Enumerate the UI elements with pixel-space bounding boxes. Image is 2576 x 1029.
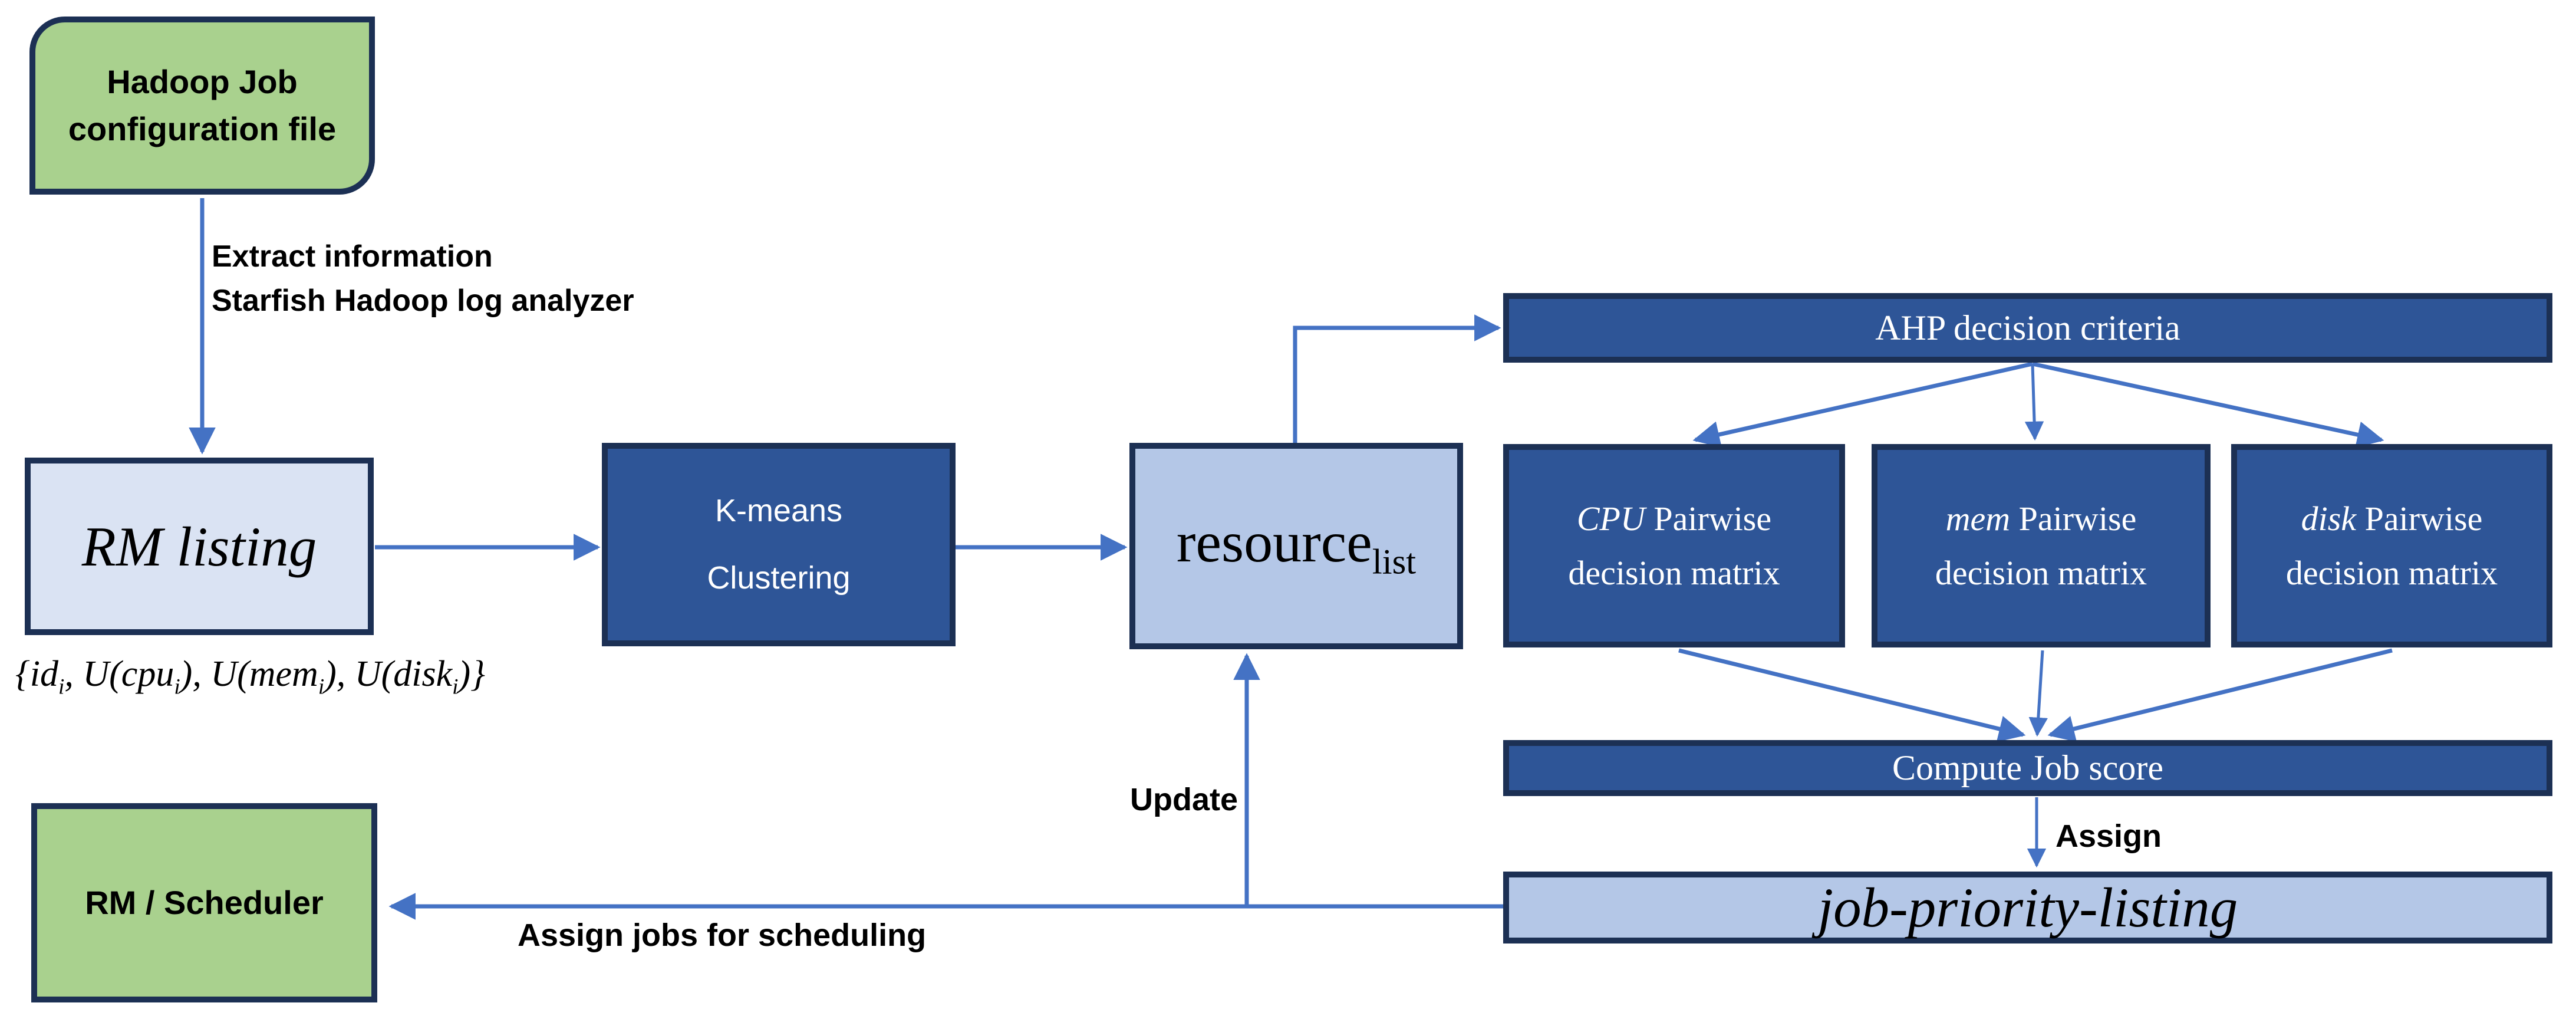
assign-jobs-label: Assign jobs for scheduling (518, 918, 927, 953)
update-label: Update (1129, 782, 1238, 817)
node-resource-list-label: resourcelist (1177, 509, 1416, 583)
node-hadoop-config: Hadoop Job configuration file (29, 17, 375, 195)
cpu-rest-text: Pairwise decision matrix (1568, 499, 1780, 592)
node-ahp-criteria: AHP decision criteria (1503, 293, 2552, 363)
arrow-mem-matrix-to-compute (2028, 650, 2048, 737)
node-compute-score: Compute Job score (1503, 740, 2552, 796)
arrow-ahp-to-disk-matrix (2032, 361, 2384, 448)
node-rm-scheduler-label: RM / Scheduler (85, 884, 324, 922)
extract-info-label: Extract information Starfish Hadoop log … (212, 235, 634, 324)
node-cpu-matrix: CPU Pairwise decision matrix (1503, 444, 1845, 647)
node-rm-scheduler: RM / Scheduler (31, 803, 377, 1002)
node-resource-list: resourcelist (1129, 443, 1463, 649)
node-disk-matrix: disk Pairwise decision matrix (2231, 444, 2552, 647)
node-job-priority-listing-label: job-priority-listing (1817, 876, 2238, 939)
disk-rest-text: Pairwise decision matrix (2285, 499, 2498, 592)
node-disk-matrix-label: disk Pairwise decision matrix (2245, 492, 2539, 600)
node-kmeans: K-means Clustering (602, 443, 956, 646)
resource-subscript-text: list (1372, 542, 1417, 582)
node-mem-matrix-label: mem Pairwise decision matrix (1894, 492, 2189, 600)
arrow-cpu-matrix-to-compute (1678, 648, 2026, 742)
assign-label: Assign (2055, 818, 2162, 854)
node-compute-score-label: Compute Job score (1892, 748, 2163, 787)
arrow-ahp-to-mem-matrix (2024, 363, 2044, 441)
node-hadoop-config-label: Hadoop Job configuration file (68, 63, 337, 147)
node-job-priority-listing: job-priority-listing (1503, 872, 2552, 943)
mem-emphasis-text: mem (1945, 499, 2011, 538)
node-kmeans-line2: Clustering (707, 560, 851, 596)
arrow-resource-to-ahp (1293, 314, 1501, 443)
node-rm-listing-label: RM listing (81, 515, 317, 578)
node-ahp-criteria-label: AHP decision criteria (1875, 308, 2180, 347)
node-kmeans-label: K-means Clustering (707, 478, 850, 612)
resource-base-text: resource (1176, 510, 1372, 574)
mem-rest-text: Pairwise decision matrix (1935, 499, 2147, 592)
node-mem-matrix: mem Pairwise decision matrix (1872, 444, 2211, 647)
node-kmeans-line1: K-means (714, 493, 843, 529)
extract-info-line1: Extract information (212, 239, 493, 274)
rm-tuple-annotation: {idi, U(cpui), U(memi), U(diski)} (15, 654, 485, 699)
node-cpu-matrix-label: CPU Pairwise decision matrix (1527, 492, 1821, 600)
disk-emphasis-text: disk (2301, 499, 2357, 538)
arrow-ahp-to-cpu-matrix (1692, 361, 2033, 448)
node-rm-listing: RM listing (25, 458, 374, 635)
cpu-emphasis-text: CPU (1576, 499, 1645, 538)
extract-info-line2: Starfish Hadoop log analyzer (212, 284, 634, 318)
arrow-disk-matrix-to-compute (2047, 648, 2393, 742)
